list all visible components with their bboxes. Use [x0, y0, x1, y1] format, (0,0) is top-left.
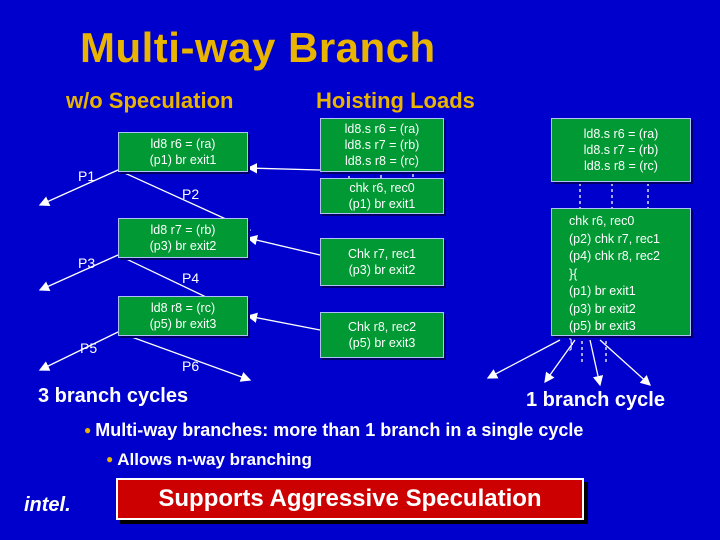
cycles-left: 3 branch cycles	[38, 385, 189, 407]
code-line: ld8.s r6 = (ra)	[583, 127, 659, 141]
header-hoisting-loads: Hoisting Loads	[316, 88, 475, 113]
bullet-2: ●Allows n-way branching	[106, 450, 312, 470]
right-box-loads: ld8.s r6 = (ra) ld8.s r7 = (rb) ld8.s r8…	[551, 118, 691, 182]
arrow-p3	[38, 254, 119, 292]
bullet-2-text: Allows n-way branching	[117, 450, 312, 469]
code-line: (p2) chk r7, rec1	[569, 231, 661, 246]
arrow-exit2	[246, 235, 321, 256]
arrow-fanout-3	[589, 339, 604, 387]
code-line: ld8 r8 = (rc)	[150, 301, 216, 315]
code-line: (p1) br exit1	[149, 153, 217, 167]
code-line: (p3) br exit2	[348, 263, 416, 277]
intel-logo: intel.	[24, 494, 71, 516]
header-without-speculation: w/o Speculation	[66, 88, 234, 113]
label-p3: P3	[78, 255, 96, 271]
code-line: ld8.s r8 = (rc)	[584, 159, 658, 173]
code-line: (p1) br exit1	[569, 284, 636, 298]
arrow-fanout-4	[599, 339, 651, 386]
code-line: (p5) br exit3	[569, 319, 636, 333]
arrow-p6	[117, 331, 252, 382]
label-p2: P2	[182, 186, 200, 202]
code-line: ld8.s r6 = (ra)	[344, 122, 420, 136]
right-box-bundle: chk r6, rec0 (p2) chk r7, rec1 (p4) chk …	[551, 208, 691, 351]
code-line: (p5) br exit3	[149, 317, 217, 331]
code-line: ld8.s r7 = (rb)	[344, 138, 420, 152]
bullet-1-text: Multi-way branches: more than 1 branch i…	[95, 420, 584, 440]
mid-box-chk-r8: Chk r8, rec2 (p5) br exit3	[320, 312, 444, 358]
code-line: ld8 r6 = (ra)	[150, 137, 216, 151]
code-line: ld8.s r7 = (rb)	[583, 143, 659, 157]
code-line: chk r6, rec0	[569, 214, 635, 228]
label-p6: P6	[182, 358, 200, 374]
code-line: }	[569, 336, 574, 351]
code-line: Chk r7, rec1	[347, 247, 417, 261]
bullet-dot-icon: ●	[84, 423, 92, 437]
arrow-p1	[38, 169, 119, 207]
label-p1: P1	[78, 168, 96, 184]
label-p4: P4	[182, 270, 200, 286]
code-line: chk r6, rec0	[349, 181, 415, 195]
code-line: }{	[569, 266, 578, 281]
code-line: ld8.s r8 = (rc)	[345, 154, 419, 168]
code-line: (p5) br exit3	[348, 336, 416, 350]
bullet-dot-icon: ●	[106, 452, 114, 466]
cycles-right: 1 branch cycle	[526, 389, 665, 411]
arrow-fanout-2	[544, 339, 576, 384]
mid-box-loads: ld8.s r6 = (ra) ld8.s r7 = (rb) ld8.s r8…	[320, 118, 444, 172]
arrow-exit3	[246, 312, 321, 331]
left-box-1: ld8 r6 = (ra) (p1) br exit1	[118, 132, 248, 172]
left-box-2: ld8 r7 = (rb) (p3) br exit2	[118, 218, 248, 258]
code-line: (p1) br exit1	[348, 197, 416, 211]
label-p5: P5	[80, 340, 98, 356]
mid-box-chk-r6: chk r6, rec0 (p1) br exit1	[320, 178, 444, 214]
slide-title: Multi-way Branch	[80, 24, 436, 71]
arrow-exit1	[246, 163, 321, 174]
arrow-fanout-1	[486, 339, 561, 379]
bullet-1: ●Multi-way branches: more than 1 branch …	[84, 420, 583, 441]
banner: Supports Aggressive Speculation	[116, 478, 584, 520]
left-box-3: ld8 r8 = (rc) (p5) br exit3	[118, 296, 248, 336]
code-line: (p4) chk r8, rec2	[569, 249, 661, 263]
arrow-p5	[38, 331, 119, 371]
code-line: (p3) br exit2	[149, 239, 217, 253]
mid-box-chk-r7: Chk r7, rec1 (p3) br exit2	[320, 238, 444, 286]
code-line: (p3) br exit2	[569, 301, 636, 316]
code-line: Chk r8, rec2	[347, 320, 417, 334]
code-line: ld8 r7 = (rb)	[150, 223, 216, 237]
